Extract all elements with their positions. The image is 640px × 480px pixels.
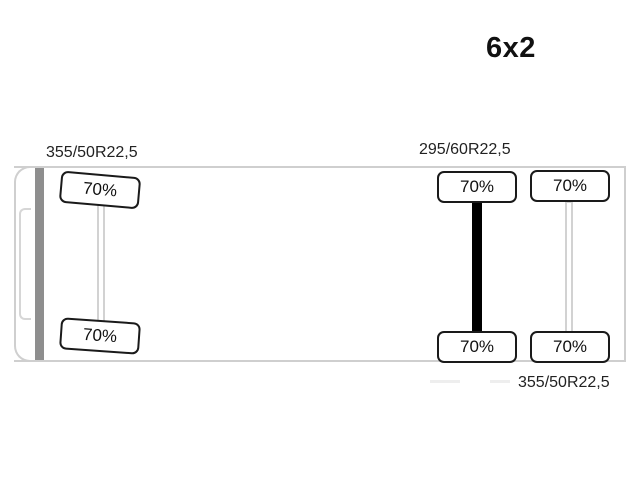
front-axle-top-wheel: 70%	[58, 170, 142, 210]
front-axle-bottom-wheel: 70%	[58, 317, 142, 355]
tag-axle-bottom-wheel: 70%	[530, 331, 610, 363]
cab-front-bar	[35, 168, 44, 360]
front-axle-shaft	[97, 204, 105, 328]
faint-mark	[430, 380, 460, 383]
tag-axle-top-wheel: 70%	[530, 170, 610, 202]
front-axle-tyre-size-label: 355/50R22,5	[46, 144, 138, 161]
tag-axle-shaft	[565, 201, 573, 333]
cab-window-outline	[19, 208, 31, 320]
tag-axle-tyre-size-label: 355/50R22,5	[518, 374, 610, 391]
drive-axle-shaft	[472, 198, 482, 334]
drive-axle-bottom-wheel: 70%	[437, 331, 517, 363]
faint-mark	[490, 380, 510, 383]
drive-axle-top-wheel: 70%	[437, 171, 517, 203]
drive-axle-tyre-size-label: 295/60R22,5	[419, 141, 511, 158]
configuration-label: 6x2	[486, 32, 536, 64]
